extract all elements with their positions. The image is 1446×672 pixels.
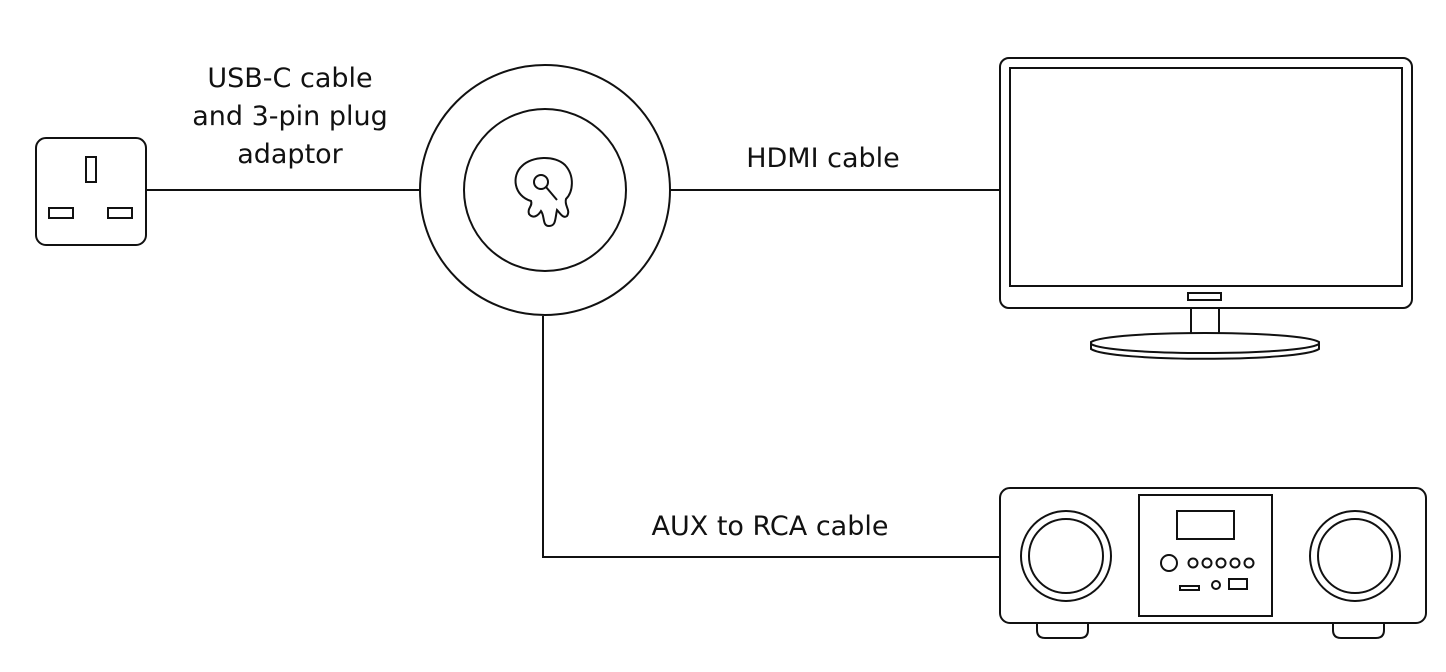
usb-cable-label-line-2: and 3-pin plug <box>192 101 388 132</box>
aux-cable-label: AUX to RCA cable <box>651 511 889 542</box>
paint-drip-logo-icon <box>514 157 573 228</box>
aux-cable-line <box>542 316 1000 558</box>
usb-cable-label-line-3: adaptor <box>237 139 343 170</box>
hdmi-cable-label: HDMI cable <box>746 143 900 174</box>
tv-monitor-icon <box>999 57 1413 360</box>
usb-cable-label-line-1: USB-C cable <box>207 63 373 94</box>
usb-cable-label: USB-C cable and 3-pin plug adaptor <box>160 60 420 174</box>
streaming-hub-icon <box>419 64 671 316</box>
wall-socket-icon <box>35 137 147 246</box>
stereo-system-icon <box>999 487 1427 639</box>
